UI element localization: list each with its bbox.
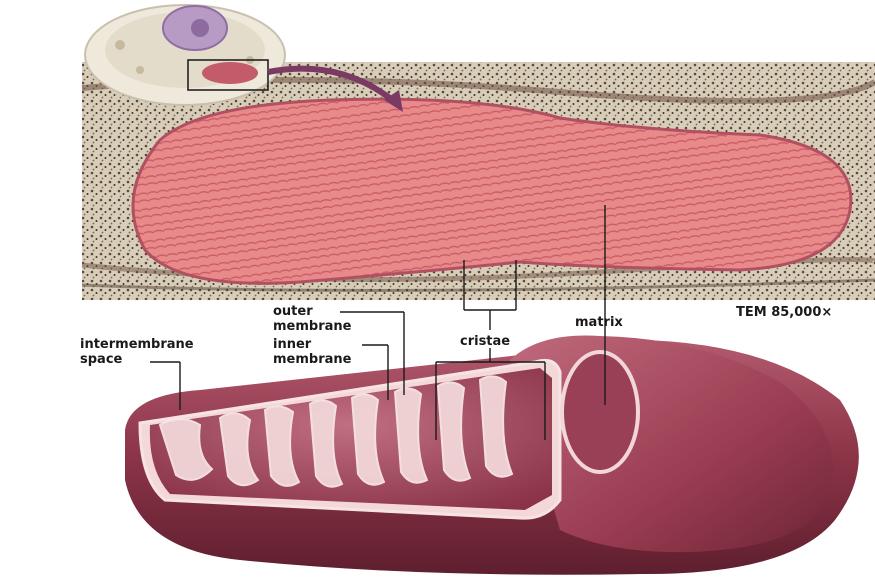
magnification-label: TEM 85,000× [736, 305, 832, 320]
cutaway-mitochondrion [125, 336, 859, 575]
intermembrane-label-1: intermembrane [80, 337, 194, 352]
cell-inset [85, 5, 285, 105]
inner-membrane-label-1: inner [273, 337, 312, 352]
intermembrane-label-2: space [80, 352, 123, 367]
cristae-label: cristae [460, 334, 510, 349]
inner-membrane-label-2: membrane [273, 352, 352, 367]
matrix-label: matrix [575, 315, 623, 330]
outer-membrane-label-2: membrane [273, 319, 352, 334]
outer-membrane-label-1: outer [273, 304, 313, 319]
